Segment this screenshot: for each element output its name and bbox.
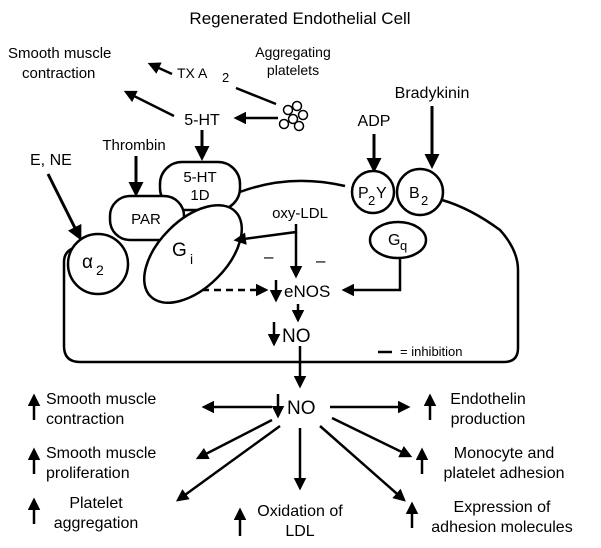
label-adp: ADP xyxy=(358,113,391,130)
effect-5-line-2: adhesion molecules xyxy=(431,519,572,536)
label-txa2-sub: 2 xyxy=(222,70,229,85)
receptor-p2y xyxy=(350,169,396,215)
label-alpha2-sub: 2 xyxy=(96,262,104,278)
arrow-no-to-e3 xyxy=(175,424,281,502)
label-5ht1d-2: 1D xyxy=(190,187,209,204)
diagram-title: Regenerated Endothelial Cell xyxy=(189,9,410,28)
arrow-platelets-to-txa2 xyxy=(235,86,277,106)
effect-7-line-2: production xyxy=(451,411,526,428)
effect-4-line-1: Oxidation of xyxy=(257,503,343,520)
effect-2-line-2: proliferation xyxy=(46,465,130,482)
label-par: PAR xyxy=(131,211,161,228)
protein-gi xyxy=(142,203,244,305)
label-5ht: 5-HT xyxy=(184,112,220,129)
effect-1-line-2: contraction xyxy=(46,411,124,428)
effect-5-line-1: Expression of xyxy=(454,499,551,516)
label-sm-contraction-top-1: Smooth muscle xyxy=(8,45,111,62)
label-alpha2: α xyxy=(82,252,93,273)
effect-3-line-1: Platelet xyxy=(69,495,123,512)
arrow-no-to-e2 xyxy=(195,418,273,460)
label-no-outer: NO xyxy=(287,398,316,419)
label-minus-1: – xyxy=(264,247,274,266)
label-txa2: TX A xyxy=(177,65,208,81)
label-thrombin: Thrombin xyxy=(102,137,165,154)
arrow-gq-to-enos xyxy=(341,258,402,297)
arrow-no-to-e6 xyxy=(331,416,413,458)
label-aggregating-1: Aggregating xyxy=(255,44,331,60)
arrow-5ht-to-sm xyxy=(123,90,175,118)
label-b2-sub: 2 xyxy=(421,193,428,208)
label-aggregating-2: platelets xyxy=(267,62,319,78)
label-gi: G xyxy=(172,240,187,261)
effect-1-line-1: Smooth muscle xyxy=(46,391,156,408)
label-gi-sub: i xyxy=(190,251,193,267)
label-p2y-p: P xyxy=(358,185,369,202)
label-b2: B xyxy=(409,185,420,202)
effect-2-line-1: Smooth muscle xyxy=(46,445,156,462)
label-p2y-2: 2 xyxy=(368,193,375,208)
label-enos: eNOS xyxy=(284,282,330,301)
label-p2y-y: Y xyxy=(376,185,387,202)
label-gq: G xyxy=(388,232,400,249)
effect-3-line-2: aggregation xyxy=(54,515,139,532)
label-sm-contraction-top-2: contraction xyxy=(22,65,95,82)
label-minus-2: – xyxy=(316,251,326,270)
protein-gq xyxy=(368,220,428,260)
label-no-inner: NO xyxy=(282,326,311,347)
label-e-ne: E, NE xyxy=(30,152,72,169)
arrow-ene-to-alpha2 xyxy=(46,173,82,241)
arrow-txa2-to-sm xyxy=(147,62,173,76)
effect-6-line-1: Monocyte and xyxy=(454,445,555,462)
label-bradykinin: Bradykinin xyxy=(395,85,470,102)
arrow-oxyldl-to-gi xyxy=(233,224,298,245)
effect-4-line-2: LDL xyxy=(285,523,314,540)
receptor-alpha2 xyxy=(66,232,130,296)
label-gq-sub: q xyxy=(400,238,407,253)
platelets-cluster xyxy=(278,100,309,132)
arrow-no-to-e5 xyxy=(319,425,406,502)
label-inhibition: = inhibition xyxy=(400,344,463,359)
effect-7-line-1: Endothelin xyxy=(450,391,526,408)
label-oxy-ldl: oxy-LDL xyxy=(272,205,328,222)
receptor-b2 xyxy=(395,167,445,217)
effect-6-line-2: platelet adhesion xyxy=(444,465,565,482)
label-5ht1d-1: 5-HT xyxy=(183,169,216,186)
